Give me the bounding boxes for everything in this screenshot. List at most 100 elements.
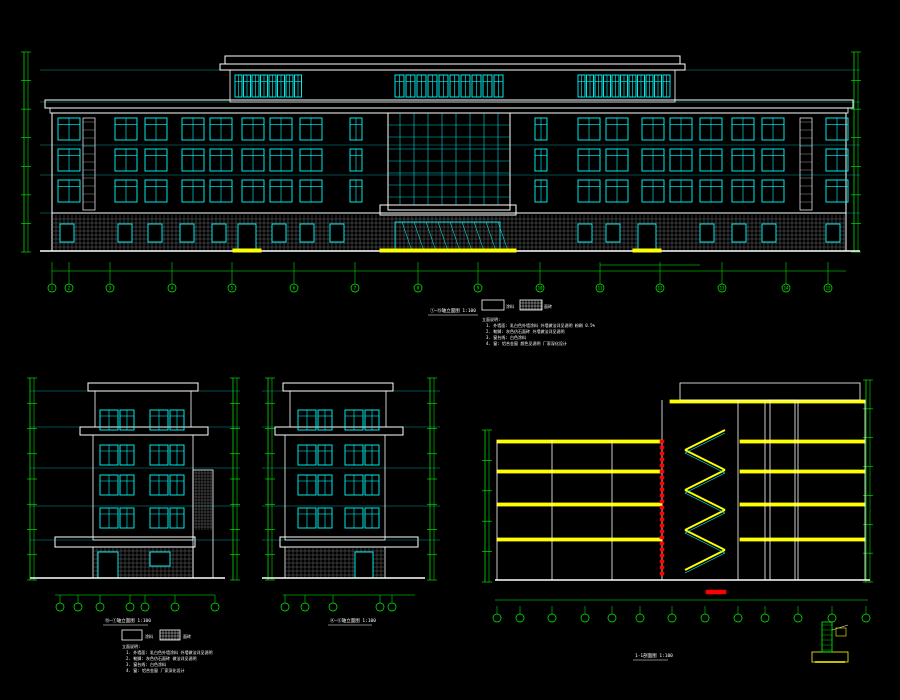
floor-slab	[739, 469, 866, 474]
red-detail	[659, 439, 665, 444]
door-diagonal	[437, 221, 449, 252]
axis-bubble	[717, 283, 727, 293]
axis-bubble-label: 6	[293, 286, 296, 291]
stair-rail	[684, 472, 726, 494]
front-title-block: ①—⑮轴立面图 1:100 涂料 面砖 立面说明: 1. 外墙面: 乳白色外墙涂…	[428, 299, 595, 346]
side-elevation-left	[27, 377, 240, 612]
ground-floor-windows	[59, 223, 841, 252]
red-detail	[659, 493, 665, 498]
step	[379, 248, 517, 253]
section-axis	[635, 613, 645, 623]
side-legend-label-paint: 涂料	[145, 633, 153, 639]
stair-flight	[684, 549, 726, 571]
section-axis	[492, 613, 502, 623]
ground-window	[117, 223, 133, 243]
stair-flight	[684, 469, 726, 491]
red-detail	[659, 463, 665, 468]
side-legend-swatch-paint	[121, 629, 143, 641]
section-axis	[667, 613, 677, 623]
side-left-axis	[170, 602, 180, 612]
section-axis	[607, 613, 617, 623]
side-left-title: ⑮—①轴立面图 1:100	[105, 617, 151, 624]
front-entrance-steps	[232, 248, 662, 253]
axis-bubble-label: 11	[598, 286, 603, 291]
stair-flight	[684, 509, 726, 531]
side-left-axis	[210, 602, 220, 612]
roof-slab	[669, 399, 866, 404]
ground-window	[59, 223, 75, 243]
front-elevation-title: ①—⑮轴立面图 1:100	[430, 307, 476, 314]
penthouse-wall	[229, 69, 676, 103]
axis-bubble	[823, 283, 833, 293]
side-legend-swatch-tile	[159, 629, 181, 641]
ground-window	[699, 223, 715, 243]
axis-bubble	[595, 283, 605, 293]
stair-flight	[684, 489, 726, 511]
floor-slab	[739, 439, 866, 444]
door-diagonal	[413, 221, 425, 252]
axis-bubble	[105, 283, 115, 293]
red-detail	[659, 517, 665, 522]
side-notes-heading: 立面说明:	[122, 643, 140, 649]
side-right-axis	[280, 602, 290, 612]
red-detail	[659, 535, 665, 540]
side-right-windows	[297, 409, 380, 579]
ground-window	[147, 223, 163, 243]
side-right-title-block: Ⓐ—Ⓔ轴立面图 1:100	[328, 617, 376, 626]
floor-slab	[739, 537, 866, 542]
stair-rail	[684, 432, 726, 454]
stair-rail	[684, 452, 726, 474]
legend-tile-hatch	[520, 300, 542, 310]
red-detail	[659, 505, 665, 510]
wall-detail-column	[821, 621, 833, 653]
side-left-axis	[95, 602, 105, 612]
section-axis	[861, 613, 871, 623]
side-entrance-door	[237, 223, 257, 252]
door-diagonal	[473, 221, 485, 252]
floor-slab	[496, 537, 663, 542]
red-detail	[659, 481, 665, 486]
side-right-axis	[387, 602, 397, 612]
axis-bubble-label: 2	[68, 286, 71, 291]
axis-bubble-label: 1	[51, 286, 54, 291]
side-left-axis	[140, 602, 150, 612]
axis-bubble	[781, 283, 791, 293]
red-detail	[659, 451, 665, 456]
side-right-axis	[328, 602, 338, 612]
axis-bubble-label: 13	[720, 286, 725, 291]
wall-detail-drawing	[811, 621, 849, 663]
section-axis	[700, 613, 710, 623]
section-dimension-stacks	[482, 379, 873, 583]
notes-heading: 立面说明:	[482, 316, 500, 322]
red-detail	[659, 475, 665, 480]
axis-bubble	[227, 283, 237, 293]
axis-bubble	[289, 283, 299, 293]
stair-rail	[684, 552, 726, 574]
side-left-windows	[97, 409, 185, 579]
red-detail	[659, 511, 665, 516]
penthouse-windows	[234, 74, 671, 98]
stair-rail	[684, 532, 726, 554]
door-diagonal	[449, 221, 461, 252]
ground-window	[761, 223, 777, 243]
wall-detail-leader	[831, 624, 849, 631]
ground-window	[731, 223, 747, 243]
red-detail	[659, 445, 665, 450]
side-left-dimension-stack	[27, 377, 240, 581]
front-window-grid	[57, 117, 849, 203]
side-left-tower-hatch	[193, 470, 213, 530]
side-left-title-block: ⑮—①轴立面图 1:100 涂料 面砖 立面说明: 1. 外墙面: 乳白色外墙涂…	[103, 617, 212, 673]
ground-window	[211, 223, 227, 243]
side-right-main-wall	[284, 434, 386, 541]
side-left-axis	[55, 602, 65, 612]
notes-line-3: 3. 窗台线: 白色涂料	[486, 334, 526, 340]
section-axis	[793, 613, 803, 623]
red-detail	[659, 529, 665, 534]
section-stair-flights	[684, 429, 726, 574]
red-detail	[659, 487, 665, 492]
red-detail	[659, 559, 665, 564]
section-title: 1-1剖面图 1:100	[635, 652, 673, 659]
door-diagonal	[485, 221, 497, 252]
step	[232, 248, 262, 253]
